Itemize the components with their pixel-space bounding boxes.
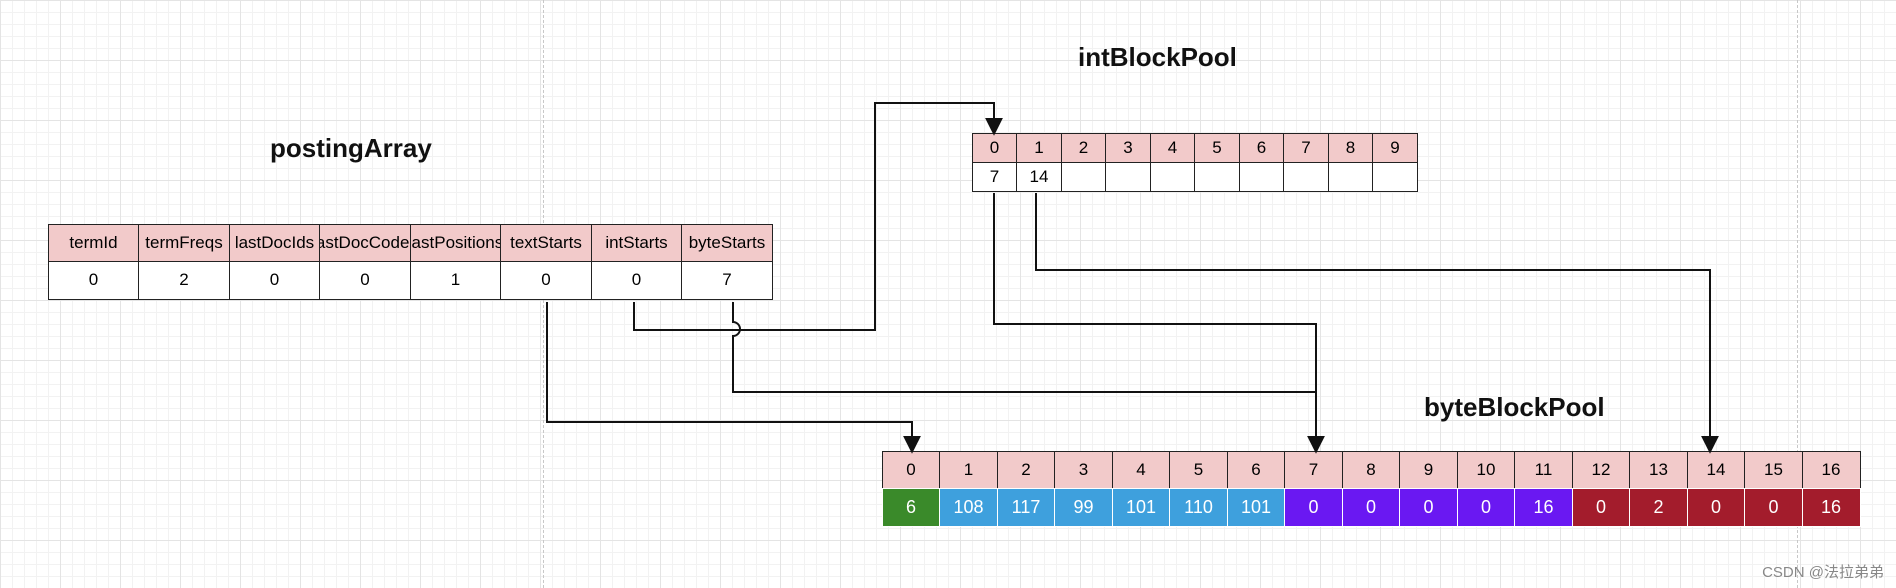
posting-array-header-cell-3: lastDocCodes bbox=[319, 223, 411, 263]
byte-block-pool-value-cell-5: 110 bbox=[1169, 487, 1228, 527]
byte-block-pool-value-cell-10: 0 bbox=[1456, 487, 1516, 527]
int-block-pool-value-cell-1: 14 bbox=[1016, 161, 1062, 192]
byte-block-pool-value-cell-13: 2 bbox=[1629, 487, 1688, 527]
posting-array-value-cell-7: 7 bbox=[681, 260, 773, 300]
int-block-pool-value-cell-5 bbox=[1194, 161, 1240, 192]
posting-array-value-cell-6: 0 bbox=[590, 260, 683, 300]
posting-array-header-cell-2: lastDocIds bbox=[228, 223, 321, 263]
posting-array-value-cell-2: 0 bbox=[228, 260, 321, 300]
watermark: CSDN @法拉弟弟 bbox=[1762, 564, 1884, 581]
int-block-pool-value-cell-3 bbox=[1105, 161, 1151, 192]
byte-block-pool-index-cell-12: 12 bbox=[1571, 450, 1631, 490]
byte-block-pool-title: byteBlockPool bbox=[1424, 392, 1605, 422]
posting-array-header-cell-4: lastPositions bbox=[409, 223, 502, 263]
posting-array-header-cell-1: termFreqs bbox=[138, 223, 230, 263]
byte-block-pool-value-cell-7: 0 bbox=[1284, 487, 1343, 527]
int-block-pool-value-cell-2 bbox=[1060, 161, 1107, 192]
int-block-pool-value-cell-9 bbox=[1372, 161, 1418, 192]
byte-block-pool-value-cell-15: 0 bbox=[1744, 487, 1803, 527]
byte-block-pool-index-cell-2: 2 bbox=[996, 450, 1056, 490]
guide-line-right bbox=[1797, 0, 1798, 588]
byte-block-pool-value-cell-12: 0 bbox=[1571, 487, 1631, 527]
posting-array-value-cell-0: 0 bbox=[47, 260, 140, 300]
posting-array-value-cell-1: 2 bbox=[138, 260, 230, 300]
arrow-intblock0-to-byteblockpool-7 bbox=[993, 193, 1325, 454]
byte-block-pool-value-cell-11: 16 bbox=[1514, 487, 1573, 527]
byte-block-pool-value-cell-9: 0 bbox=[1399, 487, 1458, 527]
posting-array-header-cell-5: textStarts bbox=[500, 223, 592, 263]
int-block-pool-title: intBlockPool bbox=[1078, 42, 1237, 72]
byte-block-pool-value-cell-16: 16 bbox=[1801, 487, 1861, 527]
posting-array-value-cell-5: 0 bbox=[500, 260, 592, 300]
posting-array-header-row: termIdtermFreqslastDocIdslastDocCodeslas… bbox=[47, 223, 773, 263]
arrow-textstarts-to-byteblockpool-0 bbox=[546, 302, 921, 454]
arrow-intblock1-to-byteblockpool-14 bbox=[1035, 193, 1719, 454]
byte-block-pool-value-cell-3: 99 bbox=[1054, 487, 1113, 527]
int-block-pool-value-cell-0: 7 bbox=[971, 161, 1018, 192]
posting-array-value-cell-3: 0 bbox=[319, 260, 411, 300]
byte-block-pool-index-cell-6: 6 bbox=[1226, 450, 1286, 490]
arrow-bytestarts-to-byteblockpool-7 bbox=[732, 302, 1316, 393]
int-block-pool-index-cell-8: 8 bbox=[1327, 132, 1374, 163]
byte-block-pool-index-cell-4: 4 bbox=[1111, 450, 1171, 490]
byte-block-pool-value-cell-6: 101 bbox=[1226, 487, 1286, 527]
byte-block-pool-value-cell-4: 101 bbox=[1111, 487, 1171, 527]
byte-block-pool-index-cell-10: 10 bbox=[1456, 450, 1516, 490]
byte-block-pool-index-cell-13: 13 bbox=[1629, 450, 1688, 490]
byte-block-pool-value-cell-0: 6 bbox=[881, 487, 941, 527]
posting-array-header-cell-7: byteStarts bbox=[681, 223, 773, 263]
byte-block-pool-value-cell-8: 0 bbox=[1341, 487, 1401, 527]
posting-array-value-cell-4: 1 bbox=[409, 260, 502, 300]
byte-block-pool-value-cell-1: 108 bbox=[939, 487, 998, 527]
int-block-pool-index-cell-5: 5 bbox=[1194, 132, 1240, 163]
posting-array-title: postingArray bbox=[270, 133, 432, 163]
arrow-intstarts-to-intblockpool bbox=[633, 102, 1003, 331]
byte-block-pool-value-cell-14: 0 bbox=[1686, 487, 1746, 527]
